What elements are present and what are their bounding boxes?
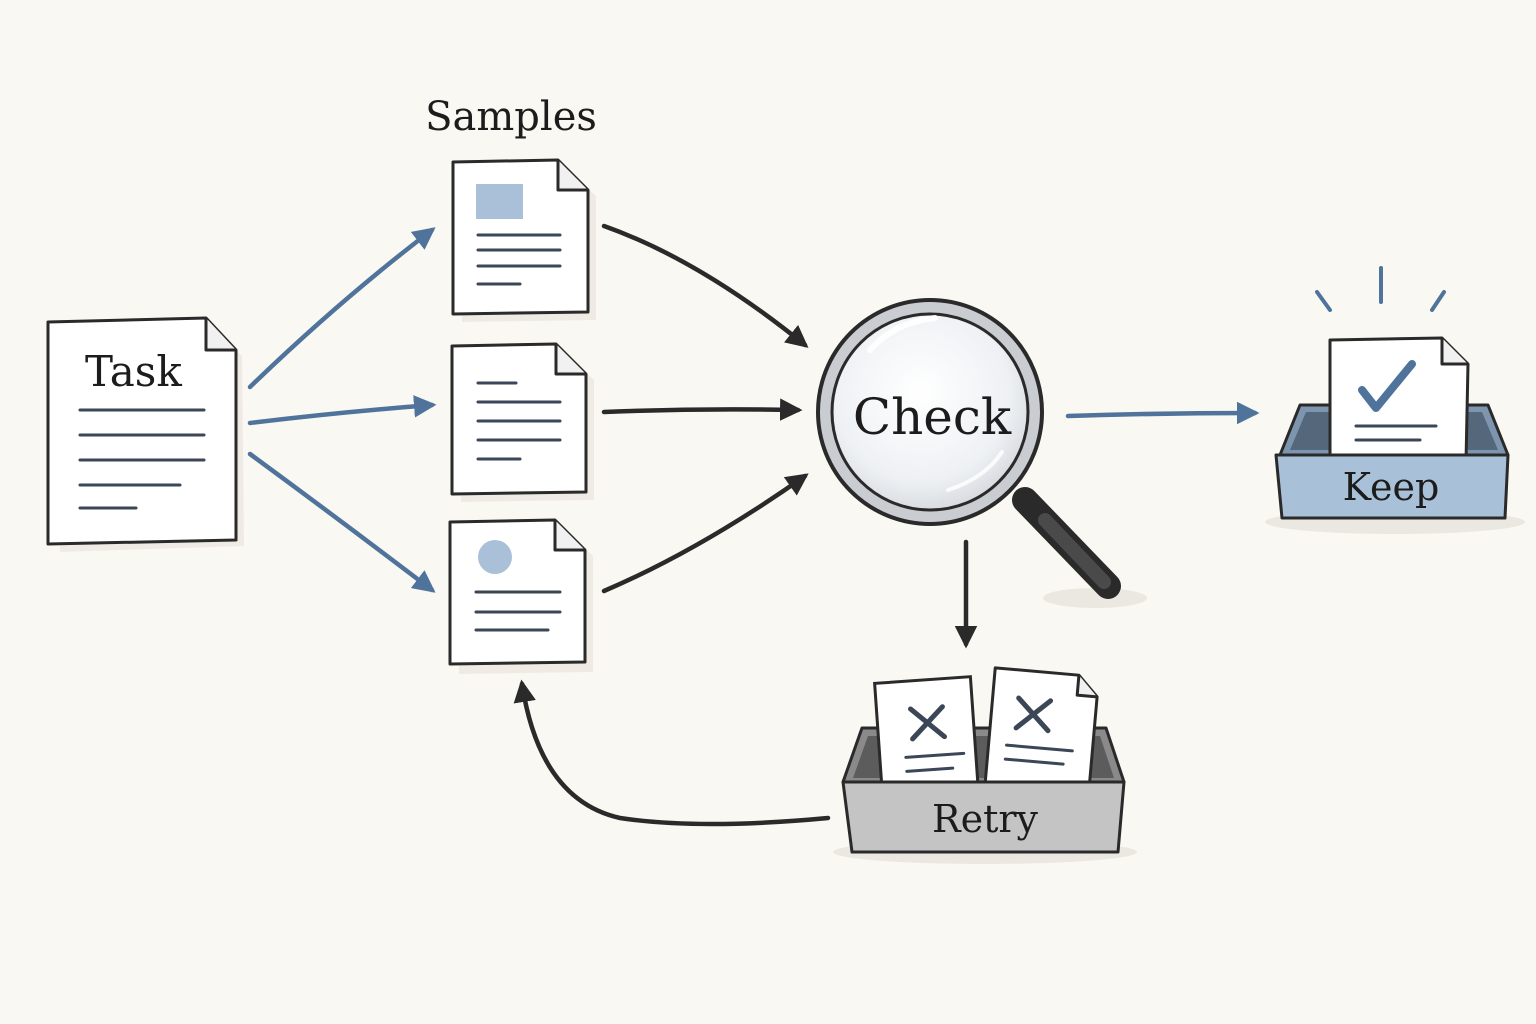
arrow-sample-3-to-check — [601, 473, 809, 594]
magnifying-glass-icon — [816, 298, 1121, 599]
kept-document — [1328, 336, 1470, 464]
image-placeholder-icon — [478, 540, 512, 574]
check-label: Check — [853, 388, 1012, 446]
check-magnifier: Check — [816, 298, 1147, 608]
arrow-task-to-sample-3 — [247, 451, 436, 593]
retry-label: Retry — [932, 797, 1039, 841]
sample-document-3 — [448, 518, 593, 674]
task-to-samples-arrows — [247, 227, 437, 593]
checkmark-icon — [1358, 360, 1416, 412]
sparkle-icon — [1315, 266, 1446, 312]
arrow-task-to-sample-1 — [247, 227, 436, 390]
arrow-retry-to-samples — [513, 679, 831, 827]
samples-to-check-arrows — [601, 223, 809, 594]
task-text-lines — [78, 408, 206, 510]
keep-label: Keep — [1343, 465, 1440, 509]
arrow-sample-2-to-check — [601, 398, 803, 421]
rejected-document-2 — [983, 666, 1099, 800]
arrow-sample-1-to-check — [601, 223, 809, 348]
arrow-check-to-keep — [1065, 401, 1260, 425]
x-mark-icon — [1013, 695, 1054, 734]
task-label: Task — [85, 347, 182, 396]
rejected-document-1 — [873, 675, 981, 803]
arrow-task-to-sample-2 — [247, 395, 437, 426]
keep-tray: Keep — [1265, 266, 1525, 534]
sample-document-1 — [451, 158, 596, 322]
x-mark-icon — [907, 704, 948, 742]
retry-tray: Retry — [833, 666, 1137, 864]
samples-label: Samples — [425, 94, 597, 140]
image-placeholder-icon — [476, 184, 523, 219]
task-document: Task — [46, 316, 244, 552]
sample-document-2 — [450, 342, 594, 502]
